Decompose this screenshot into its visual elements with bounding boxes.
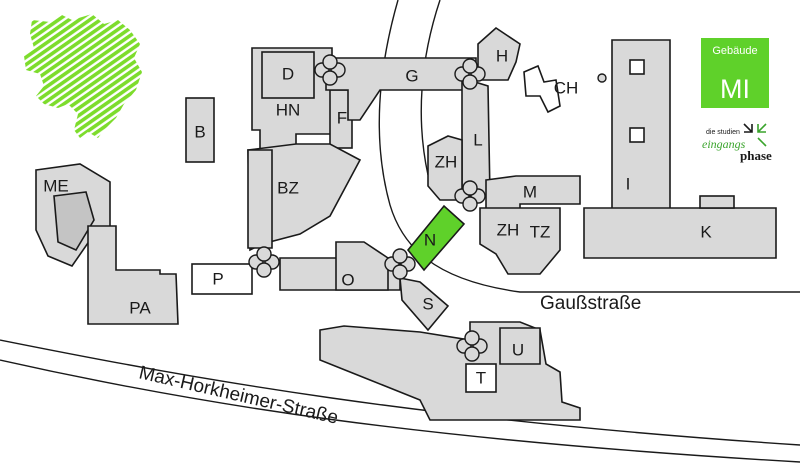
street-max-horkheimer: Max-Horkheimer-Straße (137, 362, 340, 428)
building-o (335, 241, 389, 291)
building-t (465, 363, 497, 393)
label-zh: ZH (435, 153, 458, 172)
label-m: M (523, 183, 537, 202)
label-h: H (496, 47, 508, 66)
street-gauss: Gaußstraße (540, 293, 641, 314)
label-n: N (424, 231, 436, 250)
logo-line1: die studien (706, 129, 740, 136)
label-b: B (194, 123, 205, 142)
building-p (191, 263, 253, 295)
logo-line3: phase (740, 148, 772, 163)
label-t: T (476, 369, 486, 388)
building-k (583, 207, 777, 259)
label-zh-2: ZH (497, 221, 520, 240)
label-l: L (473, 131, 482, 150)
building-g (325, 57, 477, 121)
studieneingangsphase-logo: die studien eingangs phase (702, 123, 772, 163)
logo-line2: eingangs (702, 137, 746, 151)
label-hn: HN (276, 101, 301, 120)
label-s: S (422, 295, 433, 314)
label-o: O (341, 271, 354, 290)
building-badge: Gebäude MI (701, 38, 769, 108)
building-n (406, 204, 466, 272)
building-s (399, 277, 450, 332)
building-d-top (261, 51, 315, 99)
badge-code: MI (720, 74, 750, 104)
label-ch: CH (554, 79, 579, 98)
building-u-complex (319, 321, 581, 421)
building-u (499, 327, 541, 365)
building-k-annex (699, 195, 735, 209)
label-f: F (337, 109, 347, 128)
label-d: D (282, 65, 294, 84)
building-pa (87, 225, 179, 325)
label-p: P (212, 270, 223, 289)
label-i: I (626, 175, 631, 194)
lion-crest-icon (24, 14, 142, 138)
building-i-tower-1 (629, 59, 645, 75)
building-i-tower-2 (629, 127, 645, 143)
badge-title: Gebäude (712, 45, 757, 57)
label-k: K (700, 223, 712, 242)
label-bz: BZ (277, 179, 299, 198)
label-u: U (512, 341, 524, 360)
junction-nodes (248, 54, 607, 362)
label-g: G (405, 67, 418, 86)
building-ch (523, 64, 561, 114)
building-b (185, 97, 215, 163)
building-me-inner (53, 191, 95, 252)
connector-west (247, 149, 273, 249)
label-pa: PA (129, 299, 151, 318)
label-me: ME (43, 177, 69, 196)
arrows-icon (743, 123, 767, 147)
building-zh-tz (479, 207, 561, 275)
label-tz: TZ (530, 223, 551, 242)
